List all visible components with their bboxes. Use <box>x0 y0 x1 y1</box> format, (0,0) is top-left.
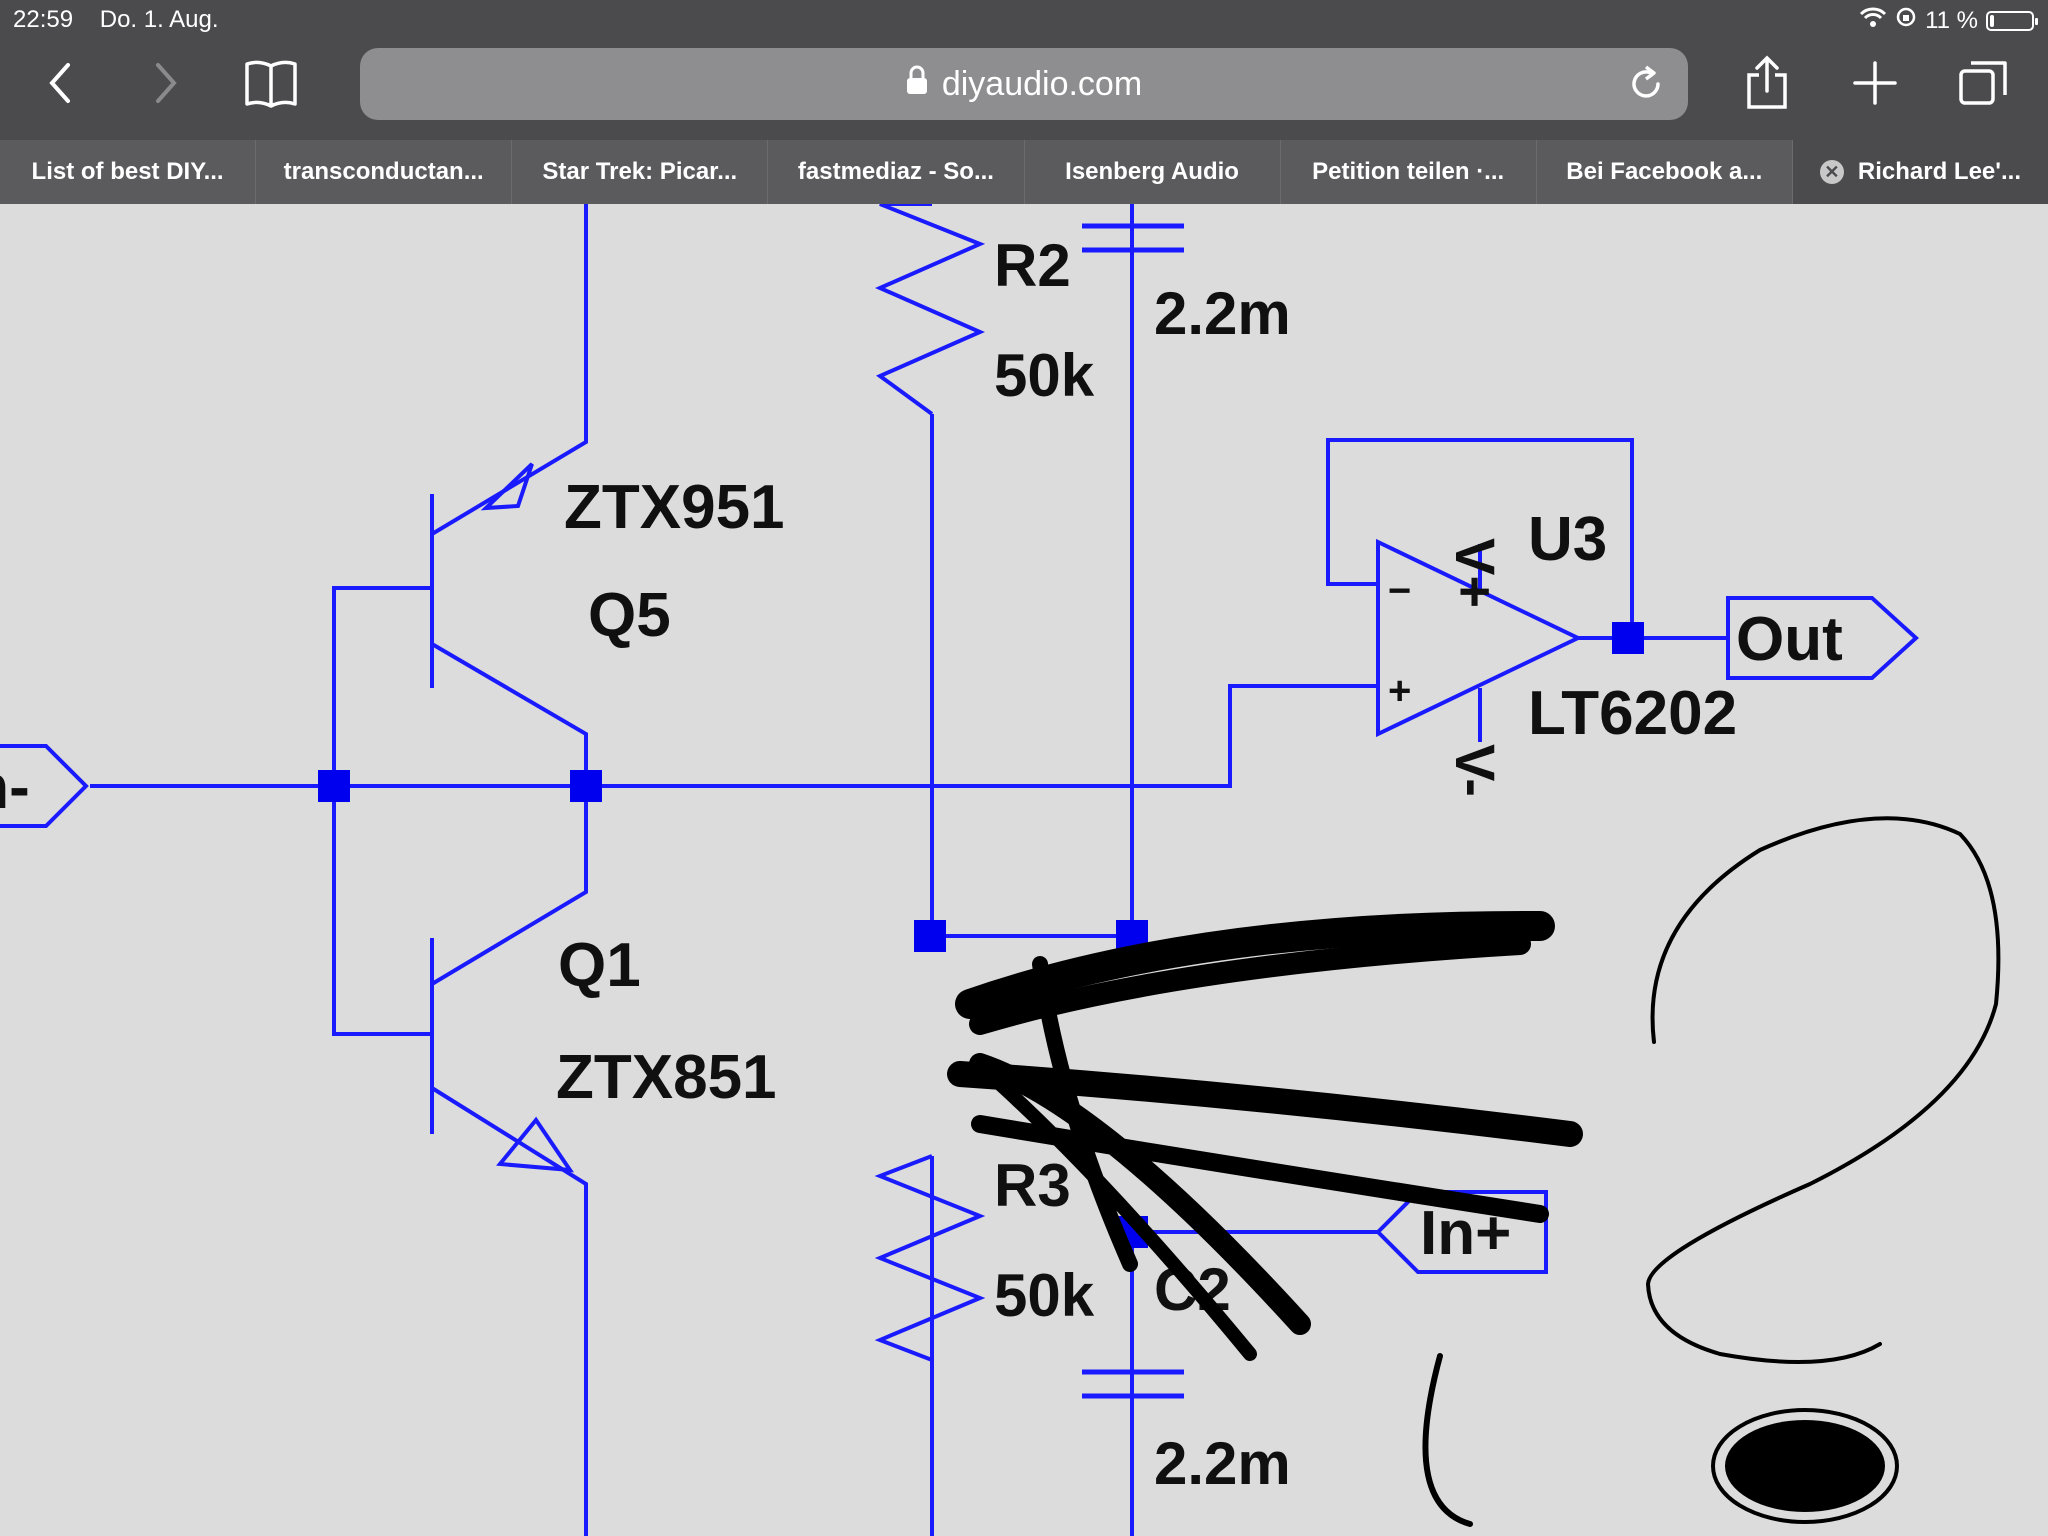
junction-collector <box>570 770 602 802</box>
tab-bei-facebook[interactable]: Bei Facebook a... <box>1537 140 1793 204</box>
web-content[interactable]: R2 50k 2.2m ZTX951 Q5 Q1 ZTX851 U3 LT620… <box>0 204 2048 1536</box>
scribble-stroke <box>1032 956 1138 1272</box>
bookmarks-icon[interactable] <box>236 48 306 118</box>
q5-name: Q5 <box>588 581 671 650</box>
battery-text: 11 % <box>1925 6 1978 34</box>
tab-star-trek-picard[interactable]: Star Trek: Picar... <box>512 140 769 204</box>
browser-chrome: 22:59 Do. 1. Aug. 11 % diyau <box>0 0 2048 204</box>
wifi-icon <box>1859 6 1887 35</box>
c-top-value: 2.2m <box>1154 280 1291 347</box>
orientation-lock-icon <box>1895 6 1917 35</box>
question-mark-dot-outline <box>1711 1408 1899 1524</box>
c-top-plates <box>1082 223 1184 253</box>
u3-part: LT6202 <box>1528 679 1737 748</box>
tab-label: Isenberg Audio <box>1065 158 1239 185</box>
tab-label: transconductan... <box>283 158 484 185</box>
base-tie-wire <box>332 586 432 1036</box>
new-tab-icon[interactable] <box>1840 48 1910 118</box>
status-date: Do. 1. Aug. <box>99 6 219 33</box>
tab-isenberg-audio[interactable]: Isenberg Audio <box>1025 140 1281 204</box>
question-mark-curve <box>1645 816 2001 1364</box>
q1-emitter-wire <box>430 1086 588 1536</box>
tab-label: Star Trek: Picar... <box>542 158 738 185</box>
tabs-icon[interactable] <box>1948 48 2018 118</box>
tab-transconductance[interactable]: transconductan... <box>256 140 513 204</box>
tab-bar: List of best DIY... transconductan... St… <box>0 140 2048 204</box>
scribble-stroke <box>993 1077 1257 1361</box>
r2-value: 50k <box>994 342 1095 409</box>
q5-emitter-wire <box>430 204 588 536</box>
tab-label: Petition teilen ·... <box>1312 158 1505 185</box>
junction-r-node <box>914 920 946 952</box>
address-bar[interactable]: diyaudio.com <box>360 48 1688 120</box>
q5-part: ZTX951 <box>564 473 785 542</box>
r2-resistor <box>875 204 986 416</box>
c2-plates <box>1082 1369 1184 1399</box>
status-bar: 22:59 Do. 1. Aug. 11 % <box>0 0 2048 40</box>
u3-name: U3 <box>1528 505 1607 574</box>
tab-list-of-best-diy[interactable]: List of best DIY... <box>0 140 257 204</box>
vminus-label: V- <box>1444 744 1507 797</box>
wires <box>0 204 1919 1536</box>
q1-collector-wire <box>430 786 588 986</box>
status-time: 22:59 <box>13 6 74 33</box>
tab-petition-teilen[interactable]: Petition teilen ·... <box>1281 140 1537 204</box>
battery-fill <box>1990 14 1994 27</box>
junction-out <box>1612 622 1644 654</box>
r3-resistor <box>874 1154 986 1362</box>
pin-plus-label: + <box>1388 669 1411 713</box>
q5-emitter-arrow <box>480 462 534 511</box>
in-minus-port-flag <box>0 744 89 828</box>
opamp-feedback <box>1326 438 1634 638</box>
pin-minus-label: − <box>1388 569 1411 613</box>
c-bottom-value: 2.2m <box>1154 1430 1291 1497</box>
q1-name: Q1 <box>558 931 641 1000</box>
forward-icon[interactable] <box>130 48 200 118</box>
scribble-stroke <box>969 933 1531 1035</box>
r3-name: R3 <box>994 1152 1071 1219</box>
scribble-stroke <box>969 1053 1311 1335</box>
tab-label: List of best DIY... <box>31 158 224 185</box>
url-text: diyaudio.com <box>941 64 1143 103</box>
back-icon[interactable] <box>26 48 96 118</box>
vplus-label: V+ <box>1444 538 1507 608</box>
q5-collector-wire <box>430 642 588 786</box>
r2-name: R2 <box>994 232 1071 299</box>
circuit-schematic: R2 50k 2.2m ZTX951 Q5 Q1 ZTX851 U3 LT620… <box>0 204 2001 1536</box>
close-tab-icon[interactable]: ✕ <box>1819 160 1844 184</box>
q1-part: ZTX851 <box>556 1043 777 1112</box>
question-mark-dot <box>1725 1420 1885 1512</box>
junction-base <box>318 770 350 802</box>
tab-fastmediaz[interactable]: fastmediaz - So... <box>768 140 1025 204</box>
scribble-stroke <box>947 1061 1583 1147</box>
share-icon[interactable] <box>1732 48 1802 118</box>
schematic-labels: R2 50k 2.2m ZTX951 Q5 Q1 ZTX851 U3 LT620… <box>0 232 1843 1497</box>
c-top-wire <box>932 204 1134 938</box>
lock-icon <box>906 65 928 104</box>
in-minus-port-label: In- <box>0 753 30 822</box>
r3-value: 50k <box>994 1262 1095 1329</box>
tab-label: fastmediaz - So... <box>797 158 994 185</box>
question-mark-drawing <box>1645 816 2001 1364</box>
tab-richard-lee-active[interactable]: ✕ Richard Lee'... <box>1792 140 2048 204</box>
in-minus-net <box>90 684 1378 788</box>
tab-label: Richard Lee'... <box>1857 158 2021 185</box>
out-port-flag <box>1726 596 1919 680</box>
q1-emitter-arrow <box>496 1116 575 1173</box>
out-port-label: Out <box>1736 605 1843 674</box>
scribble-stroke <box>1422 1353 1473 1527</box>
battery-icon <box>1986 10 2038 31</box>
reload-icon[interactable] <box>1626 64 1666 113</box>
toolbar: diyaudio.com <box>0 40 2048 140</box>
tab-label: Bei Facebook a... <box>1566 158 1763 185</box>
scribble-overlay <box>947 910 1583 1527</box>
